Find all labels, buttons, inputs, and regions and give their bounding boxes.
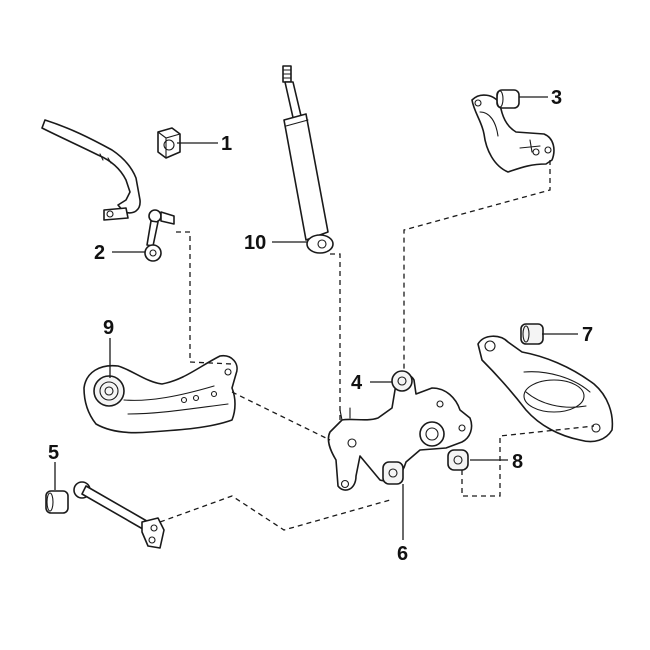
upper-arm-bushing xyxy=(391,370,413,392)
lower-control-arm xyxy=(477,323,614,443)
callout-2: 2 xyxy=(94,242,105,264)
callout-8: 8 xyxy=(512,451,523,473)
callout-1: 1 xyxy=(221,133,232,155)
lower-knuckle-bushing xyxy=(382,461,404,485)
stabilizer-bar xyxy=(41,119,141,221)
leader-lines xyxy=(54,96,578,540)
assembly-lines xyxy=(159,160,595,531)
callout-5: 5 xyxy=(48,442,59,464)
callout-4: 4 xyxy=(351,372,363,394)
upper-control-arm xyxy=(471,89,555,173)
trailing-arm xyxy=(83,354,238,434)
callout-6: 6 xyxy=(397,543,408,565)
stabilizer-bushing xyxy=(157,127,181,159)
callout-3: 3 xyxy=(551,87,562,109)
toe-control-rod xyxy=(45,481,165,549)
shock-absorber xyxy=(282,65,334,254)
stabilizer-link xyxy=(144,209,175,262)
callout-10: 10 xyxy=(244,232,266,254)
lower-arm-bushing xyxy=(447,449,469,471)
callout-7: 7 xyxy=(582,324,593,346)
callout-9: 9 xyxy=(103,317,114,339)
